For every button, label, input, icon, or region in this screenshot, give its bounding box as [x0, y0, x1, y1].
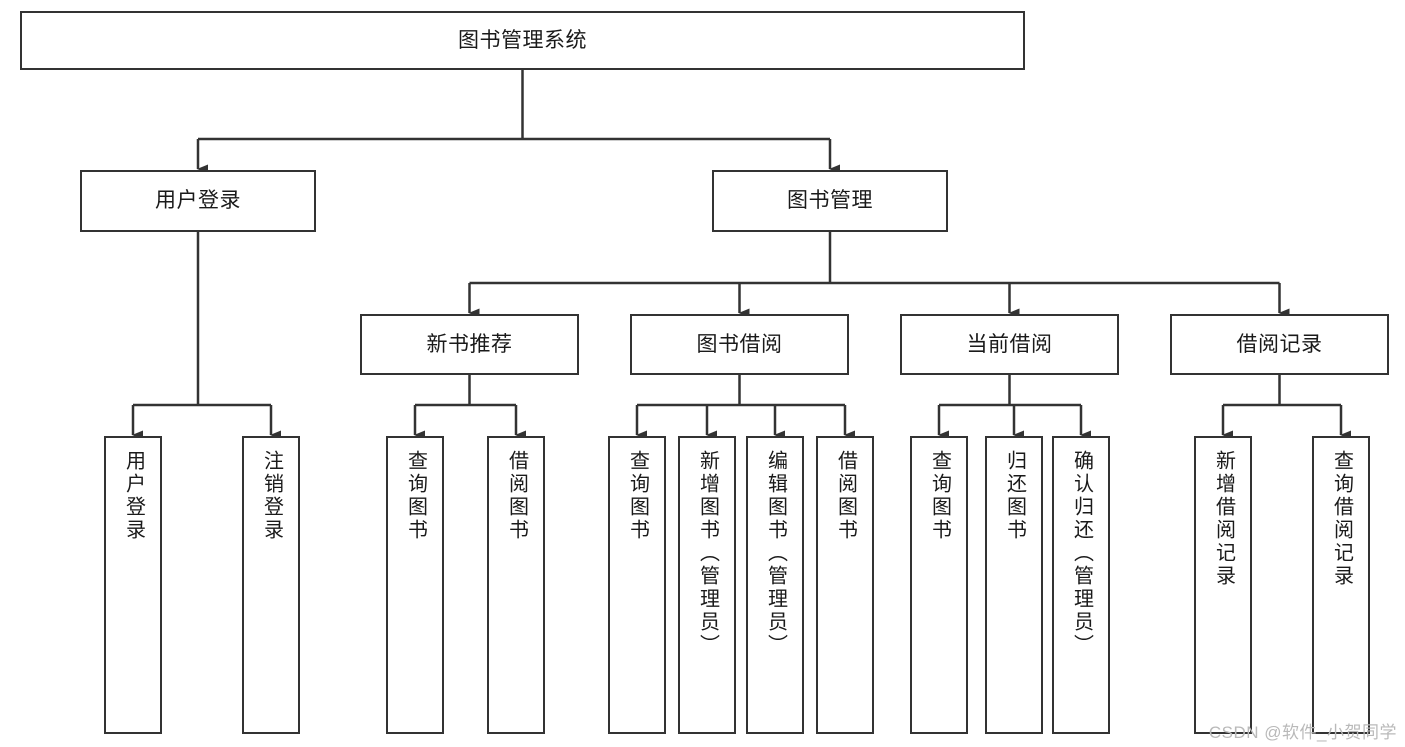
node-label: 当前借阅 [966, 332, 1053, 356]
node-label: 查询图书 [404, 450, 427, 542]
node-book-borrow[interactable]: 图书借阅 [630, 314, 849, 375]
node-label: 确认归还（管理员） [1070, 450, 1093, 657]
node-label: 新增借阅记录 [1212, 450, 1235, 588]
node-label: 注销登录 [260, 450, 283, 542]
node-leaf-confirm-return[interactable]: 确认归还（管理员） [1052, 436, 1110, 734]
node-label: 新书推荐 [426, 332, 513, 356]
node-user-login[interactable]: 用户登录 [80, 170, 316, 232]
node-leaf-add-record[interactable]: 新增借阅记录 [1194, 436, 1252, 734]
node-leaf-borrow-book-2[interactable]: 借阅图书 [816, 436, 874, 734]
node-leaf-add-book[interactable]: 新增图书（管理员） [678, 436, 736, 734]
node-leaf-return-book[interactable]: 归还图书 [985, 436, 1043, 734]
node-label: 查询借阅记录 [1330, 450, 1353, 588]
node-new-book-recommend[interactable]: 新书推荐 [360, 314, 579, 375]
node-borrow-record[interactable]: 借阅记录 [1170, 314, 1389, 375]
node-label: 归还图书 [1003, 450, 1026, 542]
node-leaf-query-book-2[interactable]: 查询图书 [608, 436, 666, 734]
node-current-borrow[interactable]: 当前借阅 [900, 314, 1119, 375]
node-label: 查询图书 [928, 450, 951, 542]
node-leaf-query-book-3[interactable]: 查询图书 [910, 436, 968, 734]
node-leaf-logout[interactable]: 注销登录 [242, 436, 300, 734]
node-leaf-query-record[interactable]: 查询借阅记录 [1312, 436, 1370, 734]
node-label: 编辑图书（管理员） [764, 450, 787, 657]
node-root[interactable]: 图书管理系统 [20, 11, 1025, 70]
node-leaf-query-book-1[interactable]: 查询图书 [386, 436, 444, 734]
node-label: 借阅记录 [1236, 332, 1323, 356]
node-label: 借阅图书 [505, 450, 528, 542]
node-label: 用户登录 [155, 189, 241, 213]
node-label: 借阅图书 [834, 450, 857, 542]
node-leaf-borrow-book-1[interactable]: 借阅图书 [487, 436, 545, 734]
node-label: 图书管理 [787, 189, 873, 213]
watermark-text: CSDN @软件_小贺同学 [1208, 723, 1397, 742]
node-label: 图书管理系统 [458, 28, 587, 52]
node-book-manage[interactable]: 图书管理 [712, 170, 948, 232]
connector-lines [131, 70, 1351, 440]
node-leaf-user-login[interactable]: 用户登录 [104, 436, 162, 734]
node-label: 查询图书 [626, 450, 649, 542]
node-label: 图书借阅 [696, 332, 783, 356]
node-leaf-edit-book[interactable]: 编辑图书（管理员） [746, 436, 804, 734]
node-label: 新增图书（管理员） [696, 450, 719, 657]
node-label: 用户登录 [122, 450, 145, 542]
